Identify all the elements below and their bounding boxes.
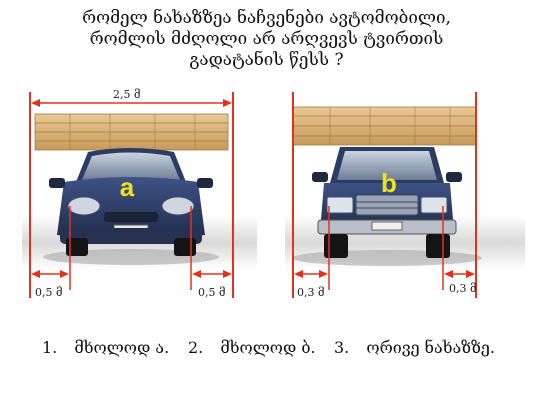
lumber-right bbox=[292, 106, 477, 146]
dimension-label-left-overhang-a: 0,5 მ bbox=[35, 286, 63, 299]
dimension-label-right-overhang-a: 0,5 მ bbox=[198, 286, 226, 299]
answer-option-2[interactable]: 2. მხოლოდ ბ. bbox=[188, 338, 316, 357]
answer-text: მხოლოდ ბ. bbox=[220, 338, 316, 357]
dimension-lines-right bbox=[292, 92, 477, 298]
answer-text: ორივე ნახაზზე. bbox=[366, 338, 495, 357]
car-label-a: a bbox=[120, 172, 135, 202]
dimension-label-right-overhang-b: 0,3 მ bbox=[449, 282, 477, 295]
car-label-b: b bbox=[381, 168, 397, 198]
car-a: a bbox=[43, 148, 219, 265]
answer-text: მხოლოდ ა. bbox=[74, 338, 170, 357]
car-b: b bbox=[292, 147, 482, 266]
answer-option-1[interactable]: 1. მხოლოდ ა. bbox=[42, 338, 169, 357]
dimension-label-total-width: 2,5 მ bbox=[113, 88, 141, 101]
right-figure: b bbox=[285, 92, 525, 298]
answer-number: 3. bbox=[334, 338, 350, 357]
lumber-left bbox=[34, 113, 229, 151]
question-line-1: რომელ ნახაზზეა ნაჩვენები ავტომობილი, bbox=[82, 8, 451, 28]
answer-option-3[interactable]: 3. ორივე ნახაზზე. bbox=[334, 338, 495, 357]
answer-number: 2. bbox=[188, 338, 204, 357]
dimension-label-left-overhang-b: 0,3 მ bbox=[297, 286, 325, 299]
question-line-2: რომლის მძღოლი არ არღვევს ტვირთის bbox=[89, 29, 444, 49]
answer-number: 1. bbox=[42, 338, 58, 357]
question-line-3: გადატანის წესს ? bbox=[189, 50, 344, 70]
dimension-lines-left bbox=[29, 92, 234, 298]
left-figure: a bbox=[22, 92, 257, 298]
